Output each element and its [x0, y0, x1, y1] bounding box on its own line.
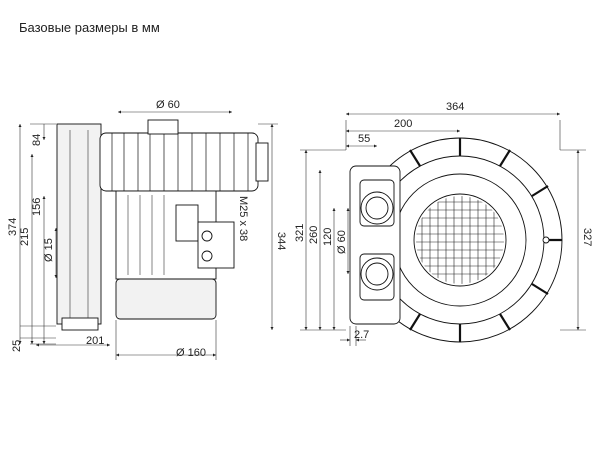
dim-2-7: 2.7	[354, 329, 369, 341]
dim-d60-side: Ø 60	[156, 99, 180, 111]
terminal-box	[197, 221, 235, 269]
front-view: 364 200 55 Ø 60 120 260 321 327 2.7	[294, 101, 593, 346]
dim-84: 84	[31, 134, 43, 146]
lower-port	[359, 253, 395, 301]
side-view: Ø 60 84 156 215 374 Ø 15 344 M25 x 38 25…	[7, 99, 287, 360]
dim-d160: Ø 160	[176, 347, 206, 359]
dim-201: 201	[86, 335, 104, 347]
outlet-flange	[61, 317, 99, 331]
fan-grille	[413, 193, 507, 287]
dim-344: 344	[275, 232, 287, 250]
dim-156: 156	[31, 198, 43, 216]
dim-d60-front: Ø 60	[336, 230, 348, 254]
outlet-housing	[56, 123, 102, 325]
dim-364: 364	[446, 101, 464, 113]
dim-d15: Ø 15	[43, 238, 55, 262]
dim-260: 260	[308, 226, 320, 244]
dim-200: 200	[394, 118, 412, 130]
motor-foot	[115, 278, 217, 320]
dim-55: 55	[358, 133, 370, 145]
upper-port	[359, 179, 395, 227]
dim-25: 25	[11, 340, 23, 352]
dim-321: 321	[294, 224, 306, 242]
dim-327: 327	[581, 228, 593, 246]
dim-374: 374	[7, 218, 19, 236]
dim-215: 215	[19, 228, 31, 246]
dim-120: 120	[322, 228, 334, 246]
page-title: Базовые размеры в мм	[19, 20, 160, 35]
dim-m25: M25 x 38	[237, 196, 249, 241]
